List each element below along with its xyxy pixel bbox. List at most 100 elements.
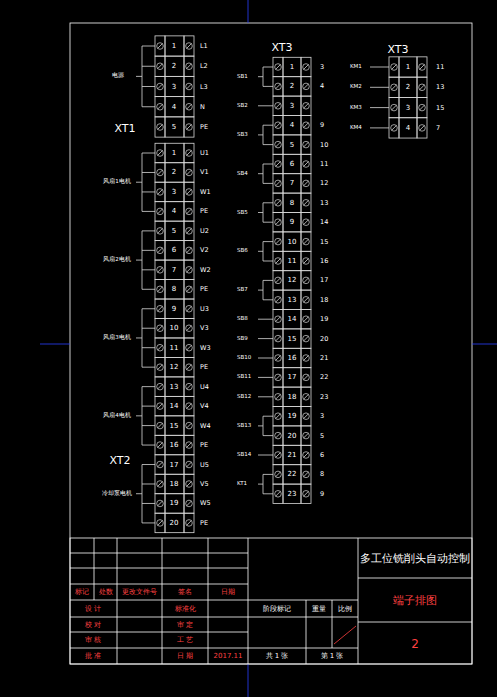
screw-symbol [186, 403, 193, 410]
terminal-number: 18 [288, 393, 297, 400]
wire-line [263, 493, 273, 494]
wire-line [263, 86, 273, 87]
wire-line [142, 522, 155, 523]
screw-slot [158, 482, 163, 487]
terminal-cell [273, 271, 283, 290]
wire-line [370, 67, 389, 68]
wire-line [263, 67, 273, 68]
screw-slot [158, 365, 163, 370]
center-mark [248, 0, 249, 23]
terminal-cell [184, 299, 194, 318]
screw-slot [187, 443, 192, 448]
screw-symbol [303, 103, 310, 110]
signal-name: 18 [320, 297, 328, 304]
terminal-cell [165, 260, 184, 279]
screw-symbol [157, 83, 164, 90]
screw-symbol [186, 43, 193, 50]
terminal-cell [283, 484, 301, 503]
screw-symbol [303, 374, 310, 381]
terminal-number: 8 [290, 199, 294, 206]
wire-line [263, 164, 273, 165]
screw-slot [187, 462, 192, 467]
title-grid [332, 600, 333, 648]
screw-slot [276, 162, 281, 167]
center-mark [40, 344, 70, 345]
screw-symbol [275, 219, 282, 226]
terminal-cell [155, 163, 165, 182]
wire-line [258, 425, 263, 426]
screw-symbol [157, 63, 164, 70]
wire-line [142, 367, 155, 368]
terminal-cell [273, 290, 283, 309]
terminal-number: 12 [288, 277, 297, 284]
screw-slot [276, 84, 281, 89]
terminal-cell [301, 348, 311, 367]
title-grid [117, 600, 118, 664]
group-name: 冷却泵电机 [102, 491, 132, 497]
terminal-cell [165, 474, 184, 493]
wire-line [258, 377, 263, 378]
screw-slot [276, 433, 281, 438]
terminal-number: 9 [290, 219, 294, 226]
screw-slot [276, 414, 281, 419]
title-grid [248, 648, 358, 649]
screw-slot [304, 414, 309, 419]
wire-line [258, 358, 263, 359]
device-name: KM1 [350, 64, 362, 70]
terminal-cell [155, 299, 165, 318]
title-grid [94, 538, 95, 600]
wire-line [263, 319, 273, 320]
terminal-cell [417, 118, 427, 138]
screw-slot [158, 384, 163, 389]
terminal-cell [155, 56, 165, 76]
screw-symbol [303, 355, 310, 362]
terminal-cell [184, 455, 194, 474]
strip-name: XT3 [271, 42, 292, 53]
terminal-cell [155, 455, 165, 474]
wire-line [142, 503, 155, 504]
screw-symbol [186, 422, 193, 429]
screw-symbol [157, 228, 164, 235]
terminal-cell [283, 348, 301, 367]
screw-slot [187, 423, 192, 428]
terminal-number: 6 [172, 247, 176, 254]
terminal-cell [165, 163, 184, 182]
terminal-number: 19 [170, 500, 179, 507]
screw-slot [158, 104, 163, 109]
terminal-number: 4 [172, 103, 176, 110]
screw-slot [158, 345, 163, 350]
screw-slot [187, 268, 192, 273]
screw-slot [304, 317, 309, 322]
signal-name: 21 [320, 355, 328, 362]
signal-name: W3 [200, 344, 211, 351]
terminal-cell [273, 232, 283, 251]
terminal-cell [301, 407, 311, 426]
wire-line [258, 290, 263, 291]
terminal-number: 2 [172, 169, 176, 176]
drawing-title: 多工位铣削头自动控制 [360, 553, 470, 564]
device-name: SB8 [237, 316, 248, 322]
terminal-cell [155, 357, 165, 376]
terminal-cell [301, 465, 311, 484]
terminal-cell [301, 193, 311, 212]
screw-symbol [157, 422, 164, 429]
screw-slot [158, 190, 163, 195]
screw-slot [158, 462, 163, 467]
screw-symbol [157, 364, 164, 371]
screw-symbol [157, 500, 164, 507]
terminal-cell [399, 97, 417, 117]
wire-line [142, 445, 155, 446]
wire-line [258, 484, 263, 485]
terminal-cell [165, 455, 184, 474]
screw-symbol [391, 125, 398, 132]
title-block [70, 538, 472, 664]
device-name: KM3 [350, 105, 362, 111]
terminal-number: 4 [406, 124, 410, 131]
wire-line [258, 76, 263, 77]
wire-line [263, 435, 273, 436]
screw-symbol [303, 219, 310, 226]
screw-slot [187, 64, 192, 69]
signal-name: PE [200, 208, 208, 215]
device-name: SB6 [237, 249, 248, 255]
title-grid [70, 584, 248, 585]
